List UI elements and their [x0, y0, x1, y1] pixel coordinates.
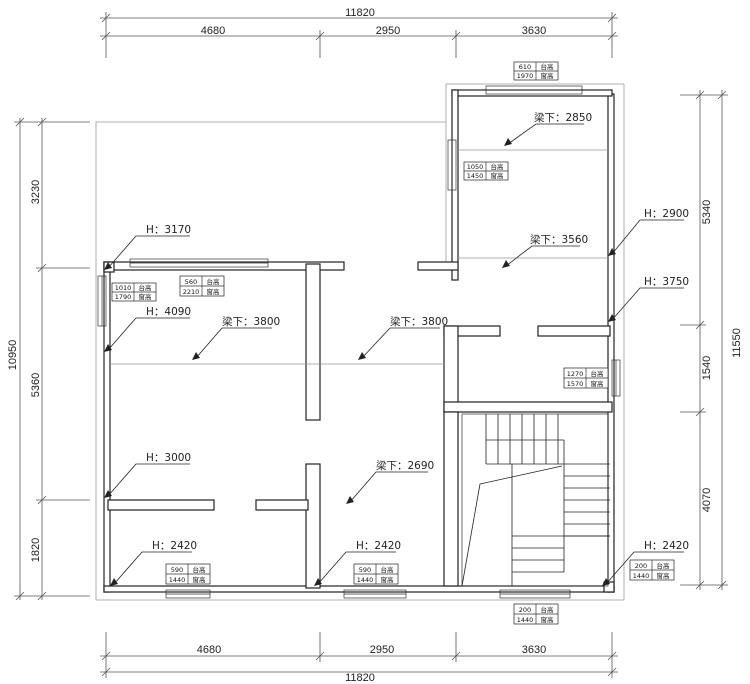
svg-text:窗高: 窗高 [381, 575, 395, 584]
window-tag: 1270 台高 1570 窗高 [563, 367, 609, 389]
left-dimensions: 10950 3230 5360 1820 [7, 117, 90, 601]
svg-text:窗高: 窗高 [193, 575, 207, 584]
svg-text:台高: 台高 [591, 369, 605, 378]
height-label: H：3750 [644, 276, 689, 288]
window-bottom-right [499, 589, 571, 599]
svg-text:1790: 1790 [115, 293, 132, 301]
window-tag: 590 台高 1440 窗高 [165, 563, 211, 585]
left-dim-3: 1820 [30, 538, 42, 562]
svg-text:1970: 1970 [517, 72, 534, 80]
window-tag: 1010 台高 1790 窗高 [111, 282, 157, 302]
svg-text:1440: 1440 [169, 576, 186, 584]
svg-text:台高: 台高 [207, 277, 221, 286]
beam-label: 梁下：2690 [376, 459, 434, 472]
window-tag: 560 台高 2210 窗高 [179, 275, 225, 297]
window-right-room-side [447, 139, 457, 191]
beam-lines [110, 149, 608, 365]
svg-text:台高: 台高 [541, 62, 555, 71]
svg-text:1440: 1440 [517, 616, 534, 624]
svg-text:台高: 台高 [491, 162, 505, 171]
window-tag: 200 台高 1440 窗高 [629, 559, 675, 581]
svg-text:560: 560 [185, 278, 197, 286]
windows [97, 85, 621, 599]
staircase [461, 413, 610, 587]
height-label: H：2420 [152, 540, 197, 552]
bottom-dimensions: 4680 2950 3630 11820 [100, 632, 618, 684]
svg-text:200: 200 [635, 562, 647, 570]
window-bottom-left [165, 589, 211, 599]
right-total-dim: 11550 [731, 328, 743, 358]
window-tags: 610 台高 1970 窗高 1050 台高 1450 窗高 1010 台高 1… [111, 61, 675, 625]
right-dim-3: 4070 [701, 488, 713, 512]
svg-text:台高: 台高 [657, 561, 671, 570]
walls [95, 83, 625, 601]
svg-text:2210: 2210 [183, 288, 200, 296]
top-dim-3: 3630 [522, 25, 546, 37]
height-label: H：2420 [644, 540, 689, 552]
window-bottom-middle [343, 589, 407, 599]
left-total-dim: 10950 [7, 340, 19, 371]
window-tag: 1050 台高 1450 窗高 [463, 161, 509, 181]
top-dim-1: 4680 [201, 25, 225, 37]
window-tag: 590 台高 1440 窗高 [353, 563, 399, 585]
svg-text:1010: 1010 [115, 284, 132, 292]
window-lower-right-side [611, 359, 621, 397]
beam-label: 梁下：3800 [390, 315, 448, 328]
svg-text:窗高: 窗高 [541, 71, 555, 80]
svg-text:1050: 1050 [467, 163, 484, 171]
svg-text:窗高: 窗高 [657, 571, 671, 580]
svg-text:1440: 1440 [633, 572, 650, 580]
svg-text:1450: 1450 [467, 172, 484, 180]
bottom-dim-3: 3630 [522, 644, 546, 656]
top-dim-2: 2950 [376, 25, 400, 37]
top-dimensions: 11820 4680 2950 3630 [100, 7, 618, 58]
svg-text:1570: 1570 [567, 380, 584, 388]
svg-text:1270: 1270 [567, 370, 584, 378]
beam-label: 梁下：2850 [534, 111, 592, 124]
svg-text:台高: 台高 [193, 565, 207, 574]
svg-text:窗高: 窗高 [207, 287, 221, 296]
svg-text:590: 590 [359, 566, 371, 574]
svg-text:200: 200 [519, 606, 531, 614]
svg-text:窗高: 窗高 [541, 615, 555, 624]
beam-markers: 梁下：2850 梁下：3560 梁下：3800 梁下：3800 梁下：2690 [192, 111, 592, 504]
beam-label: 梁下：3560 [530, 233, 588, 246]
beam-label: 梁下：3800 [222, 315, 280, 328]
window-top-right-room [485, 85, 583, 95]
bottom-dim-2: 2950 [370, 644, 394, 656]
svg-text:窗高: 窗高 [139, 292, 153, 301]
top-total-dim: 11820 [345, 7, 375, 19]
svg-text:台高: 台高 [139, 283, 153, 292]
window-tag: 610 台高 1970 窗高 [513, 61, 559, 81]
right-dim-2: 1540 [701, 356, 713, 380]
left-dim-2: 5360 [30, 373, 42, 397]
window-upper-left-top [129, 258, 269, 268]
height-label: H：2900 [644, 208, 689, 220]
bottom-dim-1: 4680 [197, 644, 221, 656]
window-tag: 200 台高 1440 窗高 [513, 603, 559, 625]
window-upper-left-side [97, 275, 107, 327]
svg-text:窗高: 窗高 [591, 379, 605, 388]
svg-text:590: 590 [171, 566, 183, 574]
bottom-total-dim: 11820 [345, 672, 375, 684]
svg-text:台高: 台高 [381, 565, 395, 574]
height-label: H：3000 [146, 452, 191, 464]
right-dimensions: 5340 1540 4070 11550 [680, 90, 743, 590]
svg-text:窗高: 窗高 [491, 171, 505, 180]
svg-text:台高: 台高 [541, 605, 555, 614]
right-dim-1: 5340 [701, 200, 713, 224]
height-label: H：3170 [146, 224, 191, 236]
height-label: H：4090 [146, 306, 191, 318]
left-dim-1: 3230 [30, 180, 42, 204]
svg-text:610: 610 [519, 63, 531, 71]
height-markers: H：3170 H：4090 H：3000 H：2420 H：2420 H：242… [104, 208, 689, 586]
height-label: H：2420 [356, 540, 401, 552]
svg-text:1440: 1440 [357, 576, 374, 584]
